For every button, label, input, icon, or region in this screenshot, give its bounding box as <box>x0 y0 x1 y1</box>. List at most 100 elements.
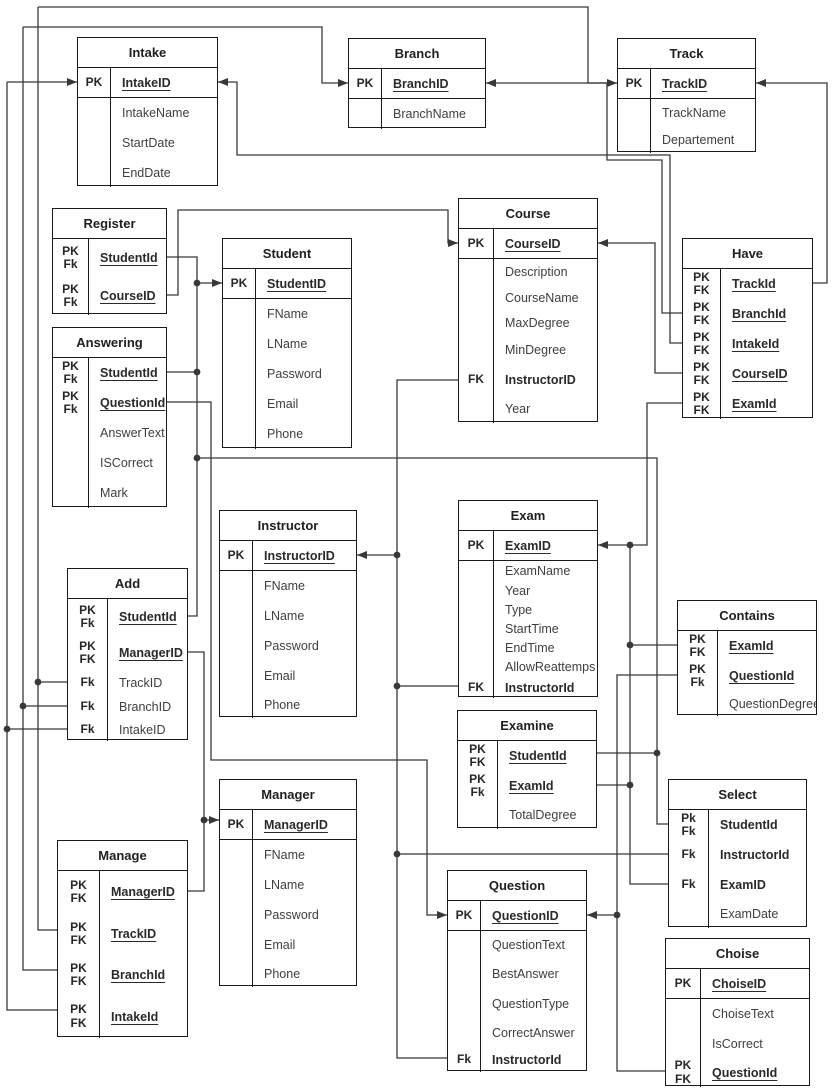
key-label: PK <box>693 269 710 284</box>
key-label: Fk <box>80 722 95 737</box>
table-row-course-year: Year <box>459 395 597 423</box>
field-name: TotalDegree <box>509 808 577 822</box>
field-name: Password <box>264 639 319 653</box>
key-cell <box>666 1029 701 1058</box>
field-name: Phone <box>267 427 304 441</box>
table-row-question-questiontext: QuestionText <box>448 931 586 959</box>
conn-trackid-bus-arrow-to-track-arrowhead-icon <box>607 79 617 87</box>
table-row-exam-starttime: StartTime <box>459 619 597 638</box>
table-title-manager: Manager <box>220 780 356 810</box>
field-name: BranchName <box>393 107 466 121</box>
table-row-branch-branchname: BranchName <box>349 99 485 129</box>
field-name: ManagerID <box>264 817 328 832</box>
key-cell <box>220 661 253 691</box>
table-title-intake: Intake <box>78 38 217 68</box>
field-name: Year <box>505 402 531 416</box>
key-label: FK <box>693 283 710 297</box>
table-title-manage: Manage <box>58 841 187 871</box>
table-row-question-bestanswer: BestAnswer <box>448 959 586 989</box>
table-row-instructor-phone: Phone <box>220 691 356 718</box>
field-name: ManagerID <box>111 885 175 899</box>
key-cell <box>459 285 494 310</box>
table-row-answering-iscorrect: ISCorrect <box>53 448 166 478</box>
key-cell <box>459 581 494 600</box>
junction-dot-8 <box>393 551 401 559</box>
key-cell: PK <box>666 969 701 998</box>
table-row-exam-allowreattemps: AllowReattemps <box>459 657 597 677</box>
table-title-have: Have <box>683 239 812 269</box>
key-label: Fk <box>681 847 696 862</box>
table-row-course-mindegree: MinDegree <box>459 335 597 365</box>
field-name: FName <box>264 848 305 862</box>
key-label: PK <box>625 75 643 90</box>
field-name: StudentId <box>509 749 567 763</box>
key-label: Fk <box>63 372 78 386</box>
key-label: FK <box>693 373 710 387</box>
key-cell <box>459 619 494 638</box>
field-name: BestAnswer <box>492 967 559 981</box>
key-label: Fk <box>80 675 95 690</box>
field-name: ExamID <box>505 538 551 553</box>
table-title-examine: Examine <box>458 711 596 741</box>
table-row-track-trackname: TrackName <box>618 99 755 126</box>
field-name: StartDate <box>122 136 175 150</box>
key-label: FK <box>70 891 87 905</box>
table-title-exam: Exam <box>459 501 597 531</box>
field-name: IsCorrect <box>712 1036 763 1051</box>
table-title-register: Register <box>53 209 166 239</box>
key-cell: PK <box>220 810 253 839</box>
key-label: FK <box>70 1015 87 1030</box>
key-label: FK <box>79 652 96 666</box>
field-name: Departement <box>662 132 735 147</box>
key-label: PK <box>62 281 79 296</box>
table-row-intake-intakename: IntakeName <box>78 98 217 128</box>
table-row-question-correctanswer: CorrectAnswer <box>448 1019 586 1047</box>
field-name: InstructorId <box>492 1052 562 1067</box>
field-name: CourseID <box>100 289 156 303</box>
table-title-branch: Branch <box>349 39 485 69</box>
junction-dot-9 <box>393 682 401 690</box>
field-name: BranchID <box>119 700 172 714</box>
key-cell <box>220 691 253 718</box>
field-name: CourseID <box>732 367 788 381</box>
field-name: QuestionId <box>712 1065 778 1080</box>
key-label: Fk <box>80 699 95 714</box>
key-label: FK <box>693 343 710 357</box>
field-name: BranchId <box>111 968 166 982</box>
key-cell <box>223 359 256 389</box>
